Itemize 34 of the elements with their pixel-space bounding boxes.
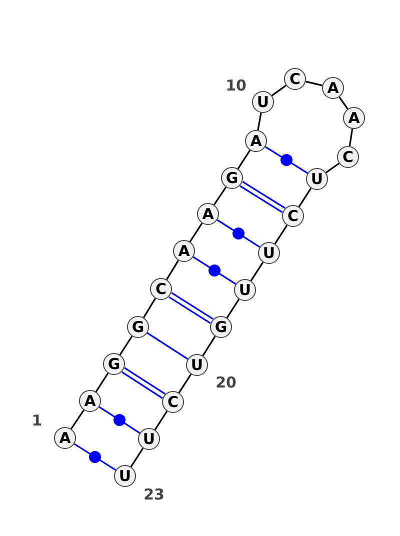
backbone-line — [250, 262, 264, 282]
position-number: 20 — [216, 376, 236, 390]
backbone-line — [274, 224, 288, 244]
backbone-line — [257, 112, 262, 130]
backbone-line — [178, 374, 192, 394]
base-pair-line — [146, 332, 188, 360]
base-pair-line — [121, 367, 166, 399]
backbone-line — [326, 162, 340, 174]
backbone-line — [306, 80, 322, 86]
backbone-line — [237, 150, 251, 170]
backbone-line — [271, 84, 287, 96]
backbone-line — [166, 260, 179, 280]
base-pair-line — [239, 180, 286, 214]
backbone-line — [70, 410, 84, 430]
backbone-line — [143, 298, 156, 318]
backbone-line — [202, 336, 216, 356]
base-pair-line — [216, 219, 260, 248]
base-pair-line — [264, 146, 308, 174]
backbone-line — [130, 448, 144, 468]
backbone-line — [189, 222, 203, 242]
backbone-line — [226, 298, 240, 318]
base-pair-line — [98, 406, 140, 434]
base-pair-line — [74, 443, 116, 471]
backbone-line — [119, 336, 133, 356]
backbone-line — [338, 96, 348, 110]
backbone-line — [95, 372, 109, 392]
position-number: 10 — [226, 78, 246, 94]
backbone-line — [154, 410, 168, 430]
base-pair-line — [192, 256, 236, 285]
backbone-line — [298, 188, 312, 208]
backbone-line — [213, 186, 227, 206]
position-number: 23 — [144, 488, 164, 502]
backbone-line — [348, 128, 354, 146]
position-number: 1 — [32, 414, 42, 428]
